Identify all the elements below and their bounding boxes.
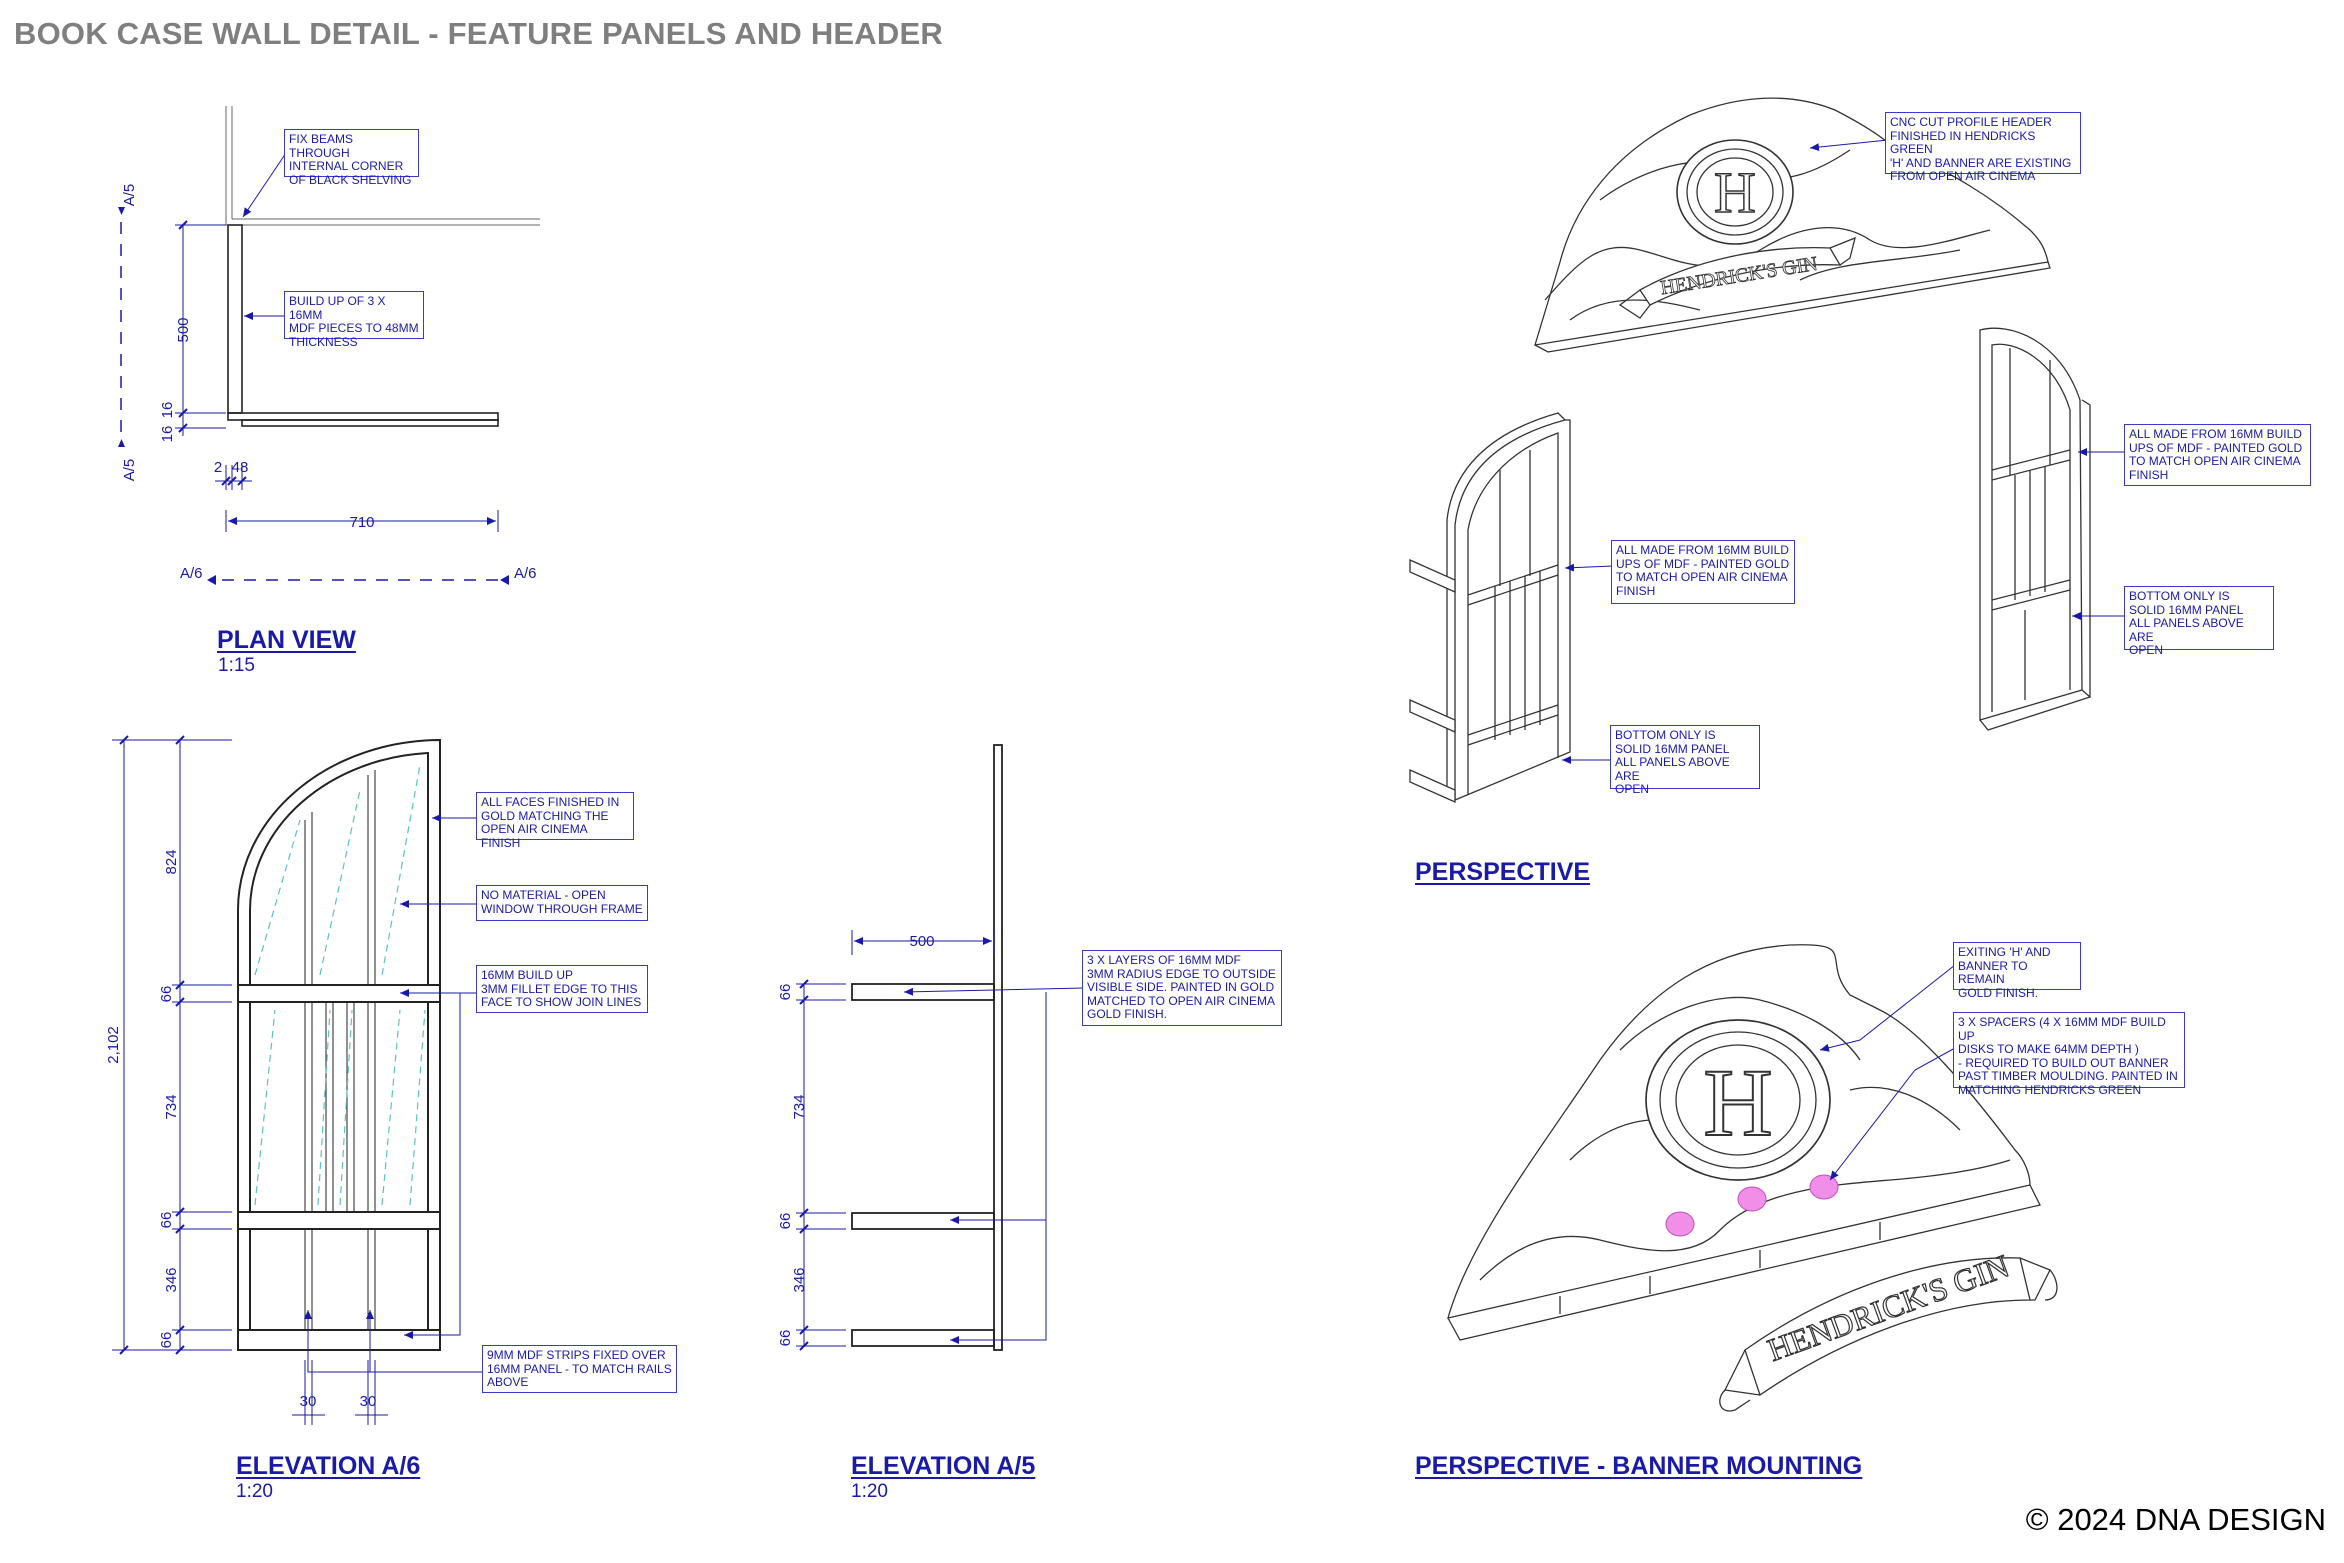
- plan-section-a5-bottom: A/5: [121, 459, 138, 482]
- note-all-faces-gold: ALL FACES FINISHED IN GOLD MATCHING THE …: [476, 792, 634, 849]
- banner-logo-letter: H: [1703, 1049, 1772, 1156]
- right-panel-perspective-drawing: [1979, 327, 2092, 731]
- a6-dim-2102: 2,102: [105, 1026, 122, 1064]
- elevation-a5-title: ELEVATION A/5: [851, 1452, 1036, 1480]
- note-build-up: BUILD UP OF 3 x 16mm MDF PIECES TO 48mm …: [284, 291, 424, 348]
- a6-dim-30a: 30: [300, 1393, 317, 1410]
- a5-dim-734: 734: [791, 1094, 808, 1119]
- plan-dim-500: 500: [175, 317, 192, 342]
- left-panel-perspective-drawing: [1409, 412, 1571, 804]
- note-fix-beams: FIX BEAMS THROUGH INTERNAL CORNER OF BLA…: [284, 129, 419, 186]
- note-spacers: 3 x SPACERS (4 x 16mm MDF BUILD UP DISKS…: [1953, 1012, 2185, 1096]
- hendricks-banner-ribbon: [1719, 1257, 2058, 1412]
- note-bottom-left: BOTTOM ONLY IS SOLID 16mm PANEL ALL PANE…: [1610, 725, 1760, 796]
- a6-dim-346: 346: [163, 1267, 180, 1292]
- note-made-from-left: ALL MADE FROM 16mm BUILD UPS OF MDF - PA…: [1611, 540, 1795, 604]
- elevation-a6-scale: 1:20: [236, 1481, 273, 1502]
- plan-view-scale: 1:15: [218, 655, 255, 676]
- a6-dim-66a: 66: [158, 986, 175, 1003]
- plan-section-a5-top: A/5: [121, 184, 138, 207]
- plan-view-drawing: 500 16 16 2 48 710 A/5 A/5 A/6 A/6: [118, 106, 540, 585]
- copyright: © 2024 DNA DESIGN: [2025, 1502, 2326, 1537]
- plan-view-title: PLAN VIEW: [217, 626, 356, 654]
- a5-dim-66b: 66: [777, 1213, 794, 1230]
- note-16mm-build-up: 16mm BUILD UP 3mm FILLET EDGE TO THIS FA…: [476, 965, 648, 1013]
- plan-dim-16b: 16: [159, 426, 176, 443]
- plan-dim-16a: 16: [159, 402, 176, 419]
- plan-dim-48: 48: [232, 459, 249, 476]
- note-mdf-layers: 3 x LAYERS OF 16mm MDF 3mm RADIUS EDGE T…: [1082, 950, 1282, 1026]
- drawing-title: BOOK CASE WALL DETAIL - FEATURE PANELS A…: [14, 16, 943, 51]
- a6-dim-734: 734: [163, 1094, 180, 1119]
- plan-dim-710: 710: [349, 514, 374, 531]
- a6-dim-30b: 30: [360, 1393, 377, 1410]
- plan-section-a6-left: A/6: [180, 565, 203, 582]
- elevation-a5-drawing: 500 66 734 66 346 66: [777, 744, 1085, 1351]
- header-logo-letter-top: H: [1714, 160, 1756, 225]
- elevation-a6-drawing: 2,102 824 66 734 66 346 66 30 30: [105, 735, 485, 1425]
- banner-mounting-perspective-drawing: [1447, 944, 2041, 1341]
- note-made-from-right: ALL MADE FROM 16mm BUILD UPS OF MDF - PA…: [2124, 424, 2311, 486]
- note-mdf-strips: 9mm MDF STRIPS FIXED OVER 16mm PANEL - T…: [482, 1345, 677, 1393]
- a6-dim-66b: 66: [158, 1212, 175, 1229]
- note-bottom-right: BOTTOM ONLY IS SOLID 16mm PANEL ALL PANE…: [2124, 586, 2274, 657]
- a5-dim-346: 346: [791, 1267, 808, 1292]
- a5-dim-500: 500: [909, 933, 934, 950]
- elevation-a5-scale: 1:20: [851, 1481, 888, 1502]
- note-cnc-header: CNC CUT PROFILE HEADER FINISHED IN HENDR…: [1885, 112, 2081, 183]
- banner-ribbon-text: HENDRICK'S GIN: [1763, 1247, 2014, 1368]
- elevation-a6-title: ELEVATION A/6: [236, 1452, 421, 1480]
- plan-dim-2: 2: [214, 459, 222, 476]
- perspective-title: PERSPECTIVE: [1415, 858, 1591, 886]
- plan-section-a6-right: A/6: [514, 565, 537, 582]
- note-no-material: NO MATERIAL - OPEN WINDOW THROUGH FRAME: [476, 885, 648, 921]
- spacer-disks: [1665, 1174, 1839, 1237]
- a6-dim-66c: 66: [158, 1332, 175, 1349]
- note-exiting-h: EXITING 'H' AND BANNER TO REMAIN GOLD FI…: [1953, 942, 2081, 999]
- a6-dim-824: 824: [163, 849, 180, 874]
- header-perspective-drawing: [1534, 97, 2051, 353]
- a5-dim-66c: 66: [777, 1330, 794, 1347]
- banner-mounting-title: PERSPECTIVE - BANNER MOUNTING: [1415, 1452, 1863, 1480]
- a5-dim-66a: 66: [777, 984, 794, 1001]
